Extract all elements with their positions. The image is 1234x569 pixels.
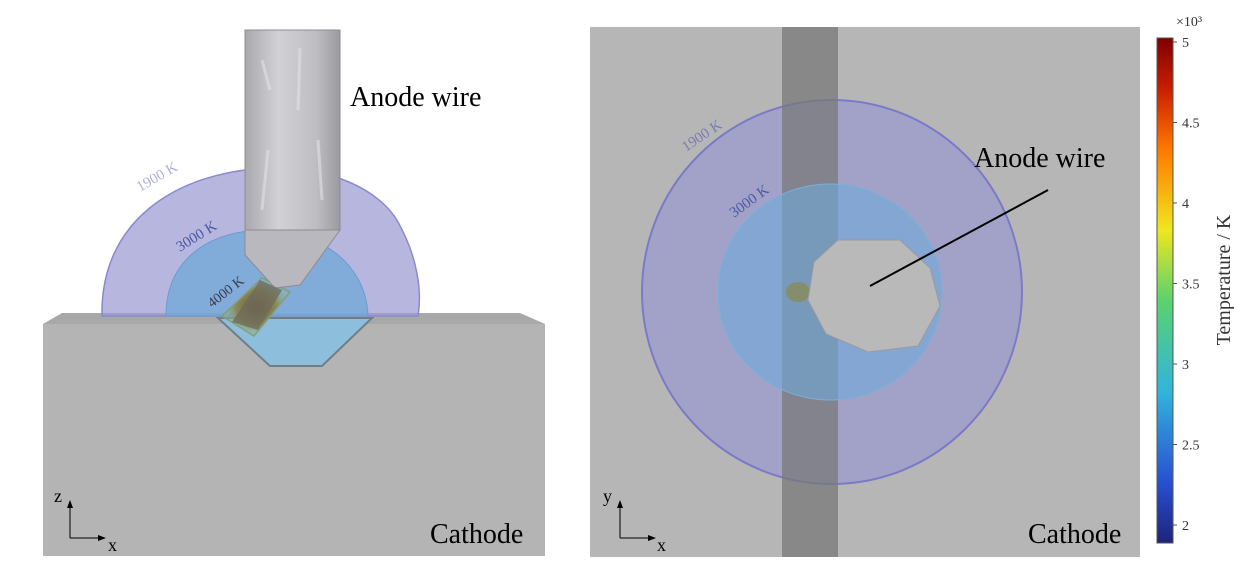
left-panel: 1900 K 3000 K 4000 K Anode wire z x Cath… (43, 29, 545, 556)
colorbar-multiplier: ×10³ (1176, 15, 1202, 30)
colorbar-ticks: 5 4.5 4 3.5 3 2.5 2 (1173, 36, 1200, 534)
colorbar-tick-label: 2 (1182, 519, 1189, 534)
axes-indicator-right: y x (603, 486, 666, 555)
right-panel: 1900 K 3000 K Anode wire y x Cathode (590, 27, 1140, 557)
colorbar-tick-label: 4 (1182, 197, 1189, 212)
colorbar-tick-label: 3.5 (1182, 278, 1200, 293)
wire-hole (807, 239, 941, 353)
colorbar-tick-label: 3 (1182, 358, 1189, 373)
axis-z-label: z (54, 486, 62, 506)
hot-spot (786, 282, 810, 302)
colorbar-tick-label: 5 (1182, 36, 1189, 51)
colorbar-tick-label: 2.5 (1182, 439, 1200, 454)
axis-x-label-right: x (657, 535, 666, 555)
colorbar-tick-label: 4.5 (1182, 117, 1200, 132)
colorbar-gradient (1156, 37, 1174, 544)
colorbar: ×10³ 5 4.5 4 3.5 3 2.5 2 Temperature / K (1156, 15, 1234, 544)
axis-y-label: y (603, 486, 612, 506)
axis-x-label: x (108, 535, 117, 555)
anode-wire-label: Anode wire (350, 82, 481, 113)
wire-tip (232, 280, 282, 330)
cathode-label: Cathode (430, 519, 523, 550)
anode-wire (244, 29, 341, 289)
anode-wire-label-right: Anode wire (974, 143, 1105, 174)
isotherm-1900-label: 1900 K (134, 159, 181, 195)
anode-leader-line (869, 189, 1049, 287)
cathode-label-right: Cathode (1028, 519, 1121, 550)
axes-indicator-left: z x (54, 486, 117, 555)
colorbar-title: Temperature / K (1213, 214, 1234, 345)
